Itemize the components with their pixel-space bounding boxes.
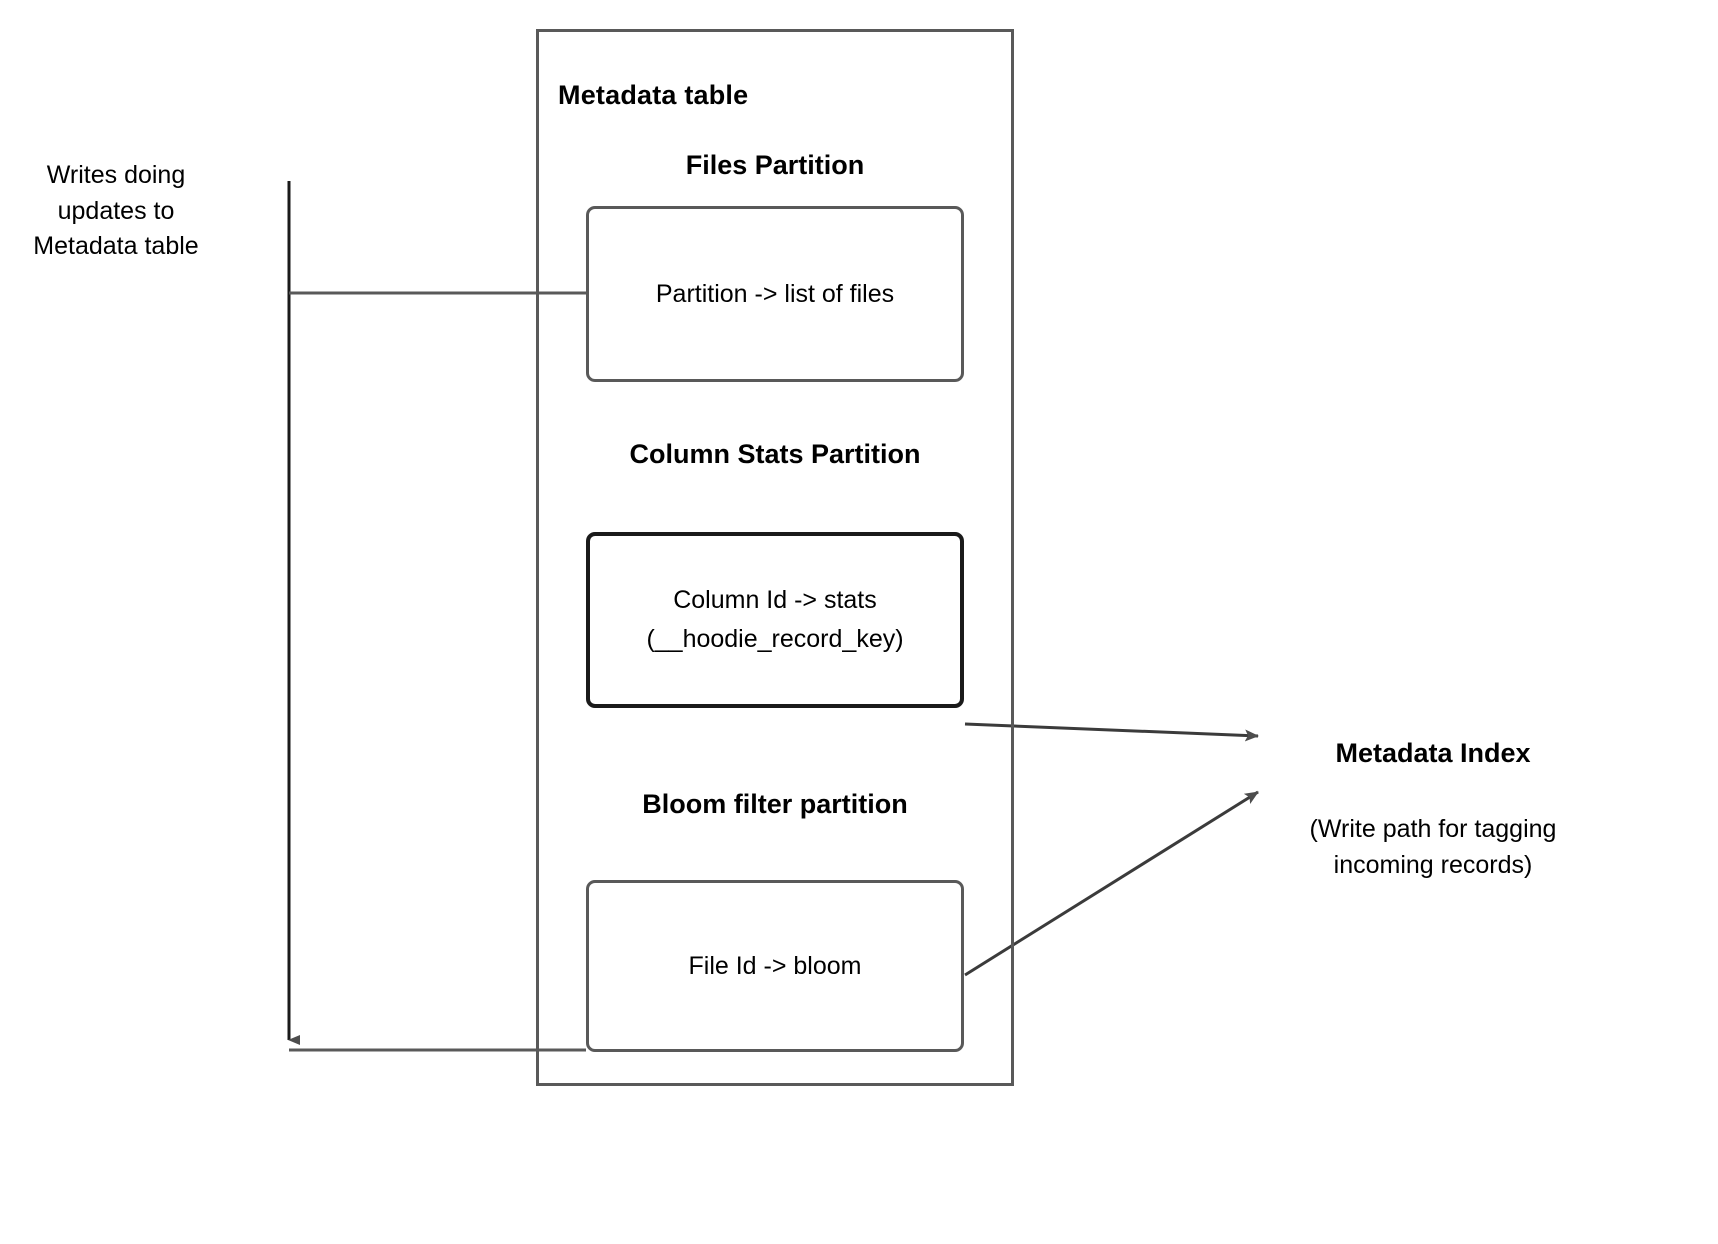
metadata-index-title: Metadata Index	[1335, 738, 1531, 768]
metadata-table-title: Metadata table	[558, 80, 749, 110]
files-partition-box-text: Partition -> list of files	[655, 279, 895, 308]
bloom-filter-partition-heading: Bloom filter partition	[642, 789, 908, 819]
files-partition-box[interactable]: Partition -> list of files	[586, 206, 964, 382]
files-partition-heading: Files Partition	[685, 150, 865, 180]
column-stats-partition-heading: Column Stats Partition	[629, 439, 921, 469]
column-stats-partition-box-text: Column Id -> stats (__hoodie_record_key)	[646, 586, 904, 653]
metadata-table-container	[536, 29, 1014, 1086]
column-stats-partition-box[interactable]: Column Id -> stats (__hoodie_record_key)	[586, 532, 964, 708]
write-path-note: Writes doing updates to Metadata table	[33, 161, 199, 260]
bloom-filter-partition-box[interactable]: File Id -> bloom	[586, 880, 964, 1052]
metadata-index-note: (Write path for tagging incoming records…	[1309, 815, 1557, 879]
bloom-filter-partition-box-text: File Id -> bloom	[688, 951, 862, 980]
